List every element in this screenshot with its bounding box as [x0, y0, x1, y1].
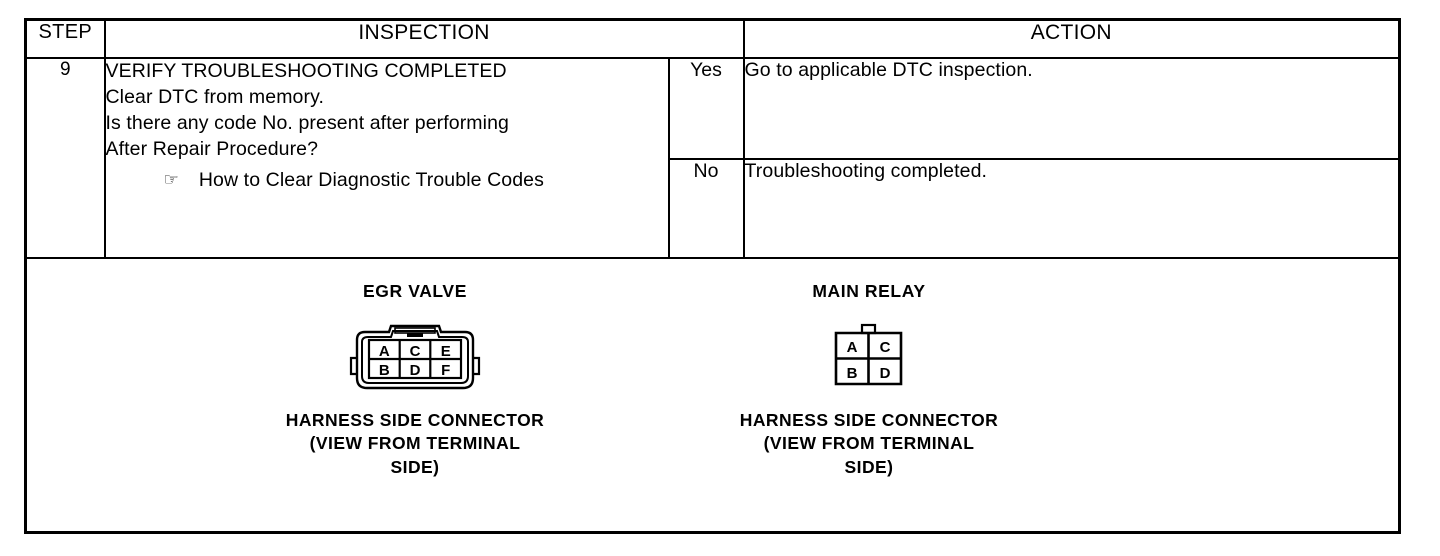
inspection-line-4: After Repair Procedure?: [105, 137, 319, 160]
result-label-yes: Yes: [667, 57, 745, 160]
troubleshooting-table-wrapper: STEP INSPECTION ACTION 9 VERIFY TROUBLES…: [24, 18, 1402, 534]
inspection-reference-label: How to Clear Diagnostic Trouble Codes: [198, 168, 544, 191]
figure-caption-line-1: HARNESS SIDE CONNECTOR: [285, 410, 545, 430]
column-header-action: ACTION: [742, 18, 1401, 59]
figures-row: EGR VALVE: [24, 257, 1401, 534]
inspection-line-3: Is there any code No. present after perf…: [105, 111, 509, 134]
egr-wing-left: [349, 356, 357, 376]
relay-pin-label-c: C: [880, 339, 891, 356]
inspection-line-2: Clear DTC from memory.: [105, 85, 325, 108]
inspection-title: VERIFY TROUBLESHOOTING COMPLETED: [105, 60, 507, 82]
connector-drawing-main-relay: A C B D: [739, 305, 999, 409]
egr-pin-label-e: E: [441, 343, 451, 360]
relay-body: [834, 331, 903, 386]
figure-main-relay: MAIN RELAY: [739, 281, 999, 479]
egr-pin-label-c: C: [410, 343, 421, 360]
connector-figures: EGR VALVE: [27, 259, 1398, 531]
inspection-reference: ☞ How to Clear Diagnostic Trouble Codes: [106, 168, 668, 194]
table-row: No Troubleshooting completed.: [26, 158, 1401, 259]
egr-valve-connector-svg: A C E B D F: [349, 324, 481, 390]
table-header-row: STEP INSPECTION ACTION: [24, 18, 1401, 59]
troubleshooting-table: STEP INSPECTION ACTION 9 VERIFY TROUBLES…: [24, 18, 1402, 534]
inspection-cell: VERIFY TROUBLESHOOTING COMPLETED Clear D…: [103, 57, 670, 259]
figure-title-main-relay: MAIN RELAY: [812, 281, 926, 301]
result-label-no: No: [667, 158, 745, 259]
relay-pin-label-a: A: [847, 339, 858, 356]
figure-caption-line-2: (VIEW FROM TERMINAL SIDE): [309, 433, 521, 477]
egr-pin-label-b: B: [379, 362, 390, 379]
egr-shell-inner: [361, 330, 469, 384]
step-number: 9: [24, 57, 106, 259]
action-cell-yes: Go to applicable DTC inspection.: [742, 57, 1401, 160]
egr-pin-label-a: A: [379, 343, 390, 360]
figure-title-egr-valve: EGR VALVE: [363, 281, 467, 301]
pointing-hand-icon: ☞: [163, 169, 179, 190]
figure-caption-line-2: (VIEW FROM TERMINAL SIDE): [763, 433, 975, 477]
figure-caption-line-1: HARNESS SIDE CONNECTOR: [739, 410, 999, 430]
egr-shell-outer: [355, 324, 475, 390]
figure-egr-valve: EGR VALVE: [285, 281, 545, 479]
column-header-inspection: INSPECTION: [103, 18, 745, 59]
relay-pin-label-b: B: [847, 365, 858, 382]
column-header-step: STEP: [24, 18, 106, 59]
table-row: 9 VERIFY TROUBLESHOOTING COMPLETED Clear…: [24, 57, 1401, 259]
action-cell-no: Troubleshooting completed.: [742, 158, 1401, 259]
figure-caption-main-relay: HARNESS SIDE CONNECTOR (VIEW FROM TERMIN…: [739, 409, 999, 479]
connector-drawing-egr-valve: A C E B D F: [285, 305, 545, 409]
egr-wing-right: [473, 356, 481, 376]
egr-pin-label-d: D: [410, 362, 421, 379]
relay-pin-label-d: D: [880, 365, 891, 382]
figures-cell: EGR VALVE: [24, 257, 1401, 534]
egr-latch-tab: [407, 333, 423, 337]
figure-caption-egr-valve: HARNESS SIDE CONNECTOR (VIEW FROM TERMIN…: [285, 409, 545, 479]
main-relay-connector-svg: A C B D: [834, 323, 903, 386]
egr-pin-label-f: F: [441, 362, 450, 379]
